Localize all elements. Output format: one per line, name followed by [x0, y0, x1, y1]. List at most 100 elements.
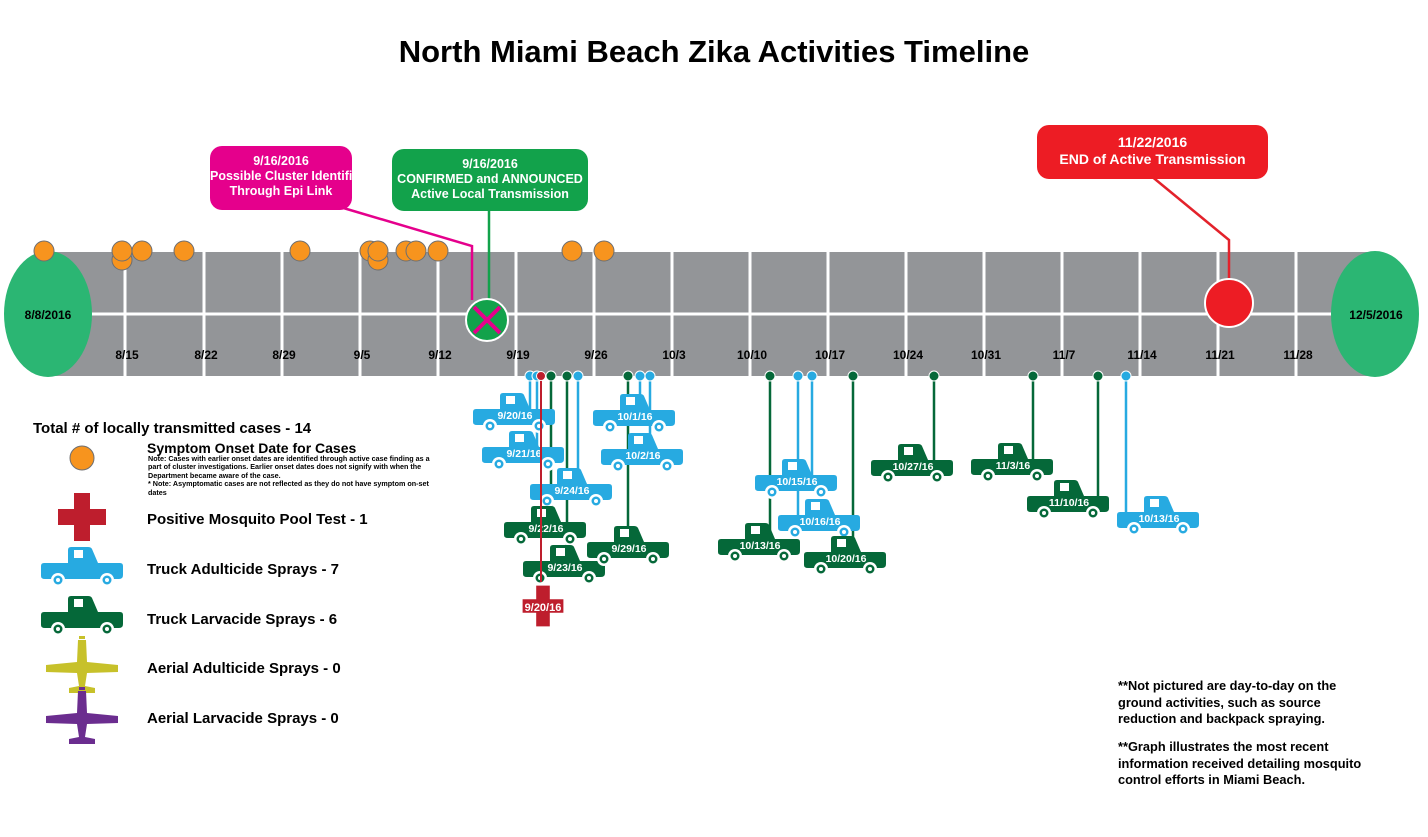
- note-line: control efforts in Miami Beach.: [1118, 772, 1306, 787]
- truck-date-label: 10/20/16: [826, 553, 867, 565]
- legend-cross-icon: [58, 493, 106, 541]
- note-not-pictured: **Not pictured are day-to-day on the gro…: [1118, 678, 1418, 728]
- legend-truck-larvacide-icon: [41, 596, 123, 636]
- note-line: information received detailing mosquito: [1118, 755, 1362, 771]
- start-cap: [4, 251, 92, 377]
- truck-stem-node: [1120, 370, 1132, 382]
- truck-adulticide: 10/15/16: [755, 459, 837, 499]
- truck-date-label: 10/1/16: [617, 411, 652, 423]
- truck-date-label: 9/22/16: [528, 523, 563, 535]
- confirmed-callout-line1: CONFIRMED and ANNOUNCED: [397, 172, 583, 186]
- legend-aerial-larvacide-icon: [46, 687, 118, 744]
- truck-stem-node: [644, 370, 656, 382]
- truck-larvacide: 10/27/16: [871, 444, 953, 484]
- case-dot: [111, 240, 133, 262]
- truck-date-label: 11/3/16: [996, 460, 1031, 472]
- case-dot: [427, 240, 449, 262]
- week-label: 9/26: [584, 348, 608, 362]
- cluster-callout-line2: Through Epi Link: [229, 184, 333, 198]
- note-line: **Graph illustrates the most recent: [1118, 739, 1329, 754]
- truck-adulticide: 9/20/16: [473, 393, 555, 433]
- cluster-callout: 9/16/2016 Possible Cluster Identified Th…: [210, 146, 367, 210]
- truck-date-label: 10/15/16: [777, 476, 818, 488]
- truck-date-label: 9/29/16: [611, 543, 646, 555]
- legend-truck-larvacide-label: Truck Larvacide Sprays - 6: [147, 611, 338, 628]
- week-label: 10/31: [971, 348, 1001, 362]
- truck-larvacide: 9/22/16: [504, 506, 586, 546]
- trucks: 9/20/16 9/21/16 9/24/16 9/22/16 9/23/16 9/29/…: [473, 393, 1199, 585]
- case-dot: [289, 240, 311, 262]
- week-label: 11/14: [1127, 348, 1157, 362]
- truck-larvacide: 9/23/16: [523, 545, 605, 585]
- case-dot: [405, 240, 427, 262]
- truck-adulticide: 9/24/16: [530, 468, 612, 508]
- note-line: ground activities, such as source: [1118, 694, 1321, 710]
- legend-case-icon: [69, 445, 95, 471]
- confirmed-transmission-marker: [465, 298, 509, 342]
- legend-aerial-larvacide-label: Aerial Larvacide Sprays - 0: [147, 710, 339, 727]
- end-callout: 11/22/2016 END of Active Transmission: [1037, 125, 1268, 179]
- truck-date-label: 9/20/16: [497, 410, 532, 422]
- truck-stem-node: [792, 370, 804, 382]
- truck-date-label: 10/13/16: [1139, 513, 1180, 525]
- truck-adulticide: 10/2/16: [601, 433, 683, 473]
- week-label: 8/22: [194, 348, 218, 362]
- case-dot: [33, 240, 55, 262]
- truck-date-label: 9/21/16: [506, 448, 541, 460]
- truck-stem-node: [1092, 370, 1104, 382]
- truck-larvacide: 11/3/16: [971, 443, 1053, 483]
- truck-stem-node: [572, 370, 584, 382]
- case-dot: [173, 240, 195, 262]
- mosquito-pool-date: 9/20/16: [525, 602, 562, 614]
- truck-larvacide: 9/29/16: [587, 526, 669, 566]
- truck-stem-node: [847, 370, 859, 382]
- week-label: 10/24: [893, 348, 923, 362]
- week-label: 10/10: [737, 348, 767, 362]
- truck-stem-node: [1027, 370, 1039, 382]
- truck-date-label: 9/23/16: [547, 562, 582, 574]
- case-dot: [561, 240, 583, 262]
- week-label: 8/29: [272, 348, 296, 362]
- truck-adulticide: 10/13/16: [1117, 496, 1199, 536]
- note-graph-illustrates: **Graph illustrates the most recent info…: [1118, 739, 1418, 789]
- truck-date-label: 9/24/16: [554, 485, 589, 497]
- truck-adulticide: 10/1/16: [593, 394, 675, 434]
- legend-aerial-adulticide-label: Aerial Adulticide Sprays - 0: [147, 660, 341, 677]
- cluster-callout-line1: Possible Cluster Identified: [210, 169, 367, 183]
- week-label: 11/28: [1283, 348, 1313, 362]
- week-label: 9/19: [506, 348, 530, 362]
- end-date-label: 12/5/2016: [1349, 308, 1403, 322]
- legend-truck-adulticide-icon: [41, 547, 123, 587]
- week-label: 11/21: [1205, 348, 1235, 362]
- case-dot: [367, 240, 389, 262]
- legend-note-2: * Note: Asymptomatic cases are not refle…: [148, 479, 429, 497]
- truck-date-label: 10/16/16: [800, 516, 841, 528]
- truck-date-label: 11/10/16: [1049, 497, 1089, 509]
- legend-truck-adulticide-label: Truck Adulticide Sprays - 7: [147, 561, 340, 578]
- end-cap: [1331, 251, 1419, 377]
- confirmed-callout-line2: Active Local Transmission: [411, 187, 569, 201]
- case-dot: [131, 240, 153, 262]
- legend-note-1: Note: Cases with earlier onset dates are…: [148, 454, 430, 480]
- legend-symptom-label: Symptom Onset Date for Cases: [147, 440, 357, 456]
- end-callout-line1: END of Active Transmission: [1059, 151, 1246, 167]
- truck-stem-node: [806, 370, 818, 382]
- truck-larvacide: 11/10/16: [1027, 480, 1109, 520]
- end-callout-date: 11/22/2016: [1117, 134, 1188, 150]
- case-dots: [33, 240, 615, 271]
- truck-date-label: 10/27/16: [893, 461, 934, 473]
- truck-larvacide: 10/13/16: [718, 523, 800, 563]
- cluster-callout-date: 9/16/2016: [253, 154, 309, 168]
- cluster-connector: [339, 205, 474, 300]
- end-transmission-marker: [1204, 278, 1254, 328]
- truck-larvacide: 10/20/16: [804, 536, 886, 576]
- week-label: 10/17: [815, 348, 845, 362]
- confirmed-callout: 9/16/2016 CONFIRMED and ANNOUNCED Active…: [392, 149, 588, 211]
- truck-stem-node: [764, 370, 776, 382]
- truck-adulticide: 9/21/16: [482, 431, 564, 471]
- note-line: reduction and backpack spraying.: [1118, 711, 1325, 726]
- week-label: 8/15: [115, 348, 139, 362]
- legend-aerial-adulticide-icon: [46, 636, 118, 693]
- truck-stem-node: [928, 370, 940, 382]
